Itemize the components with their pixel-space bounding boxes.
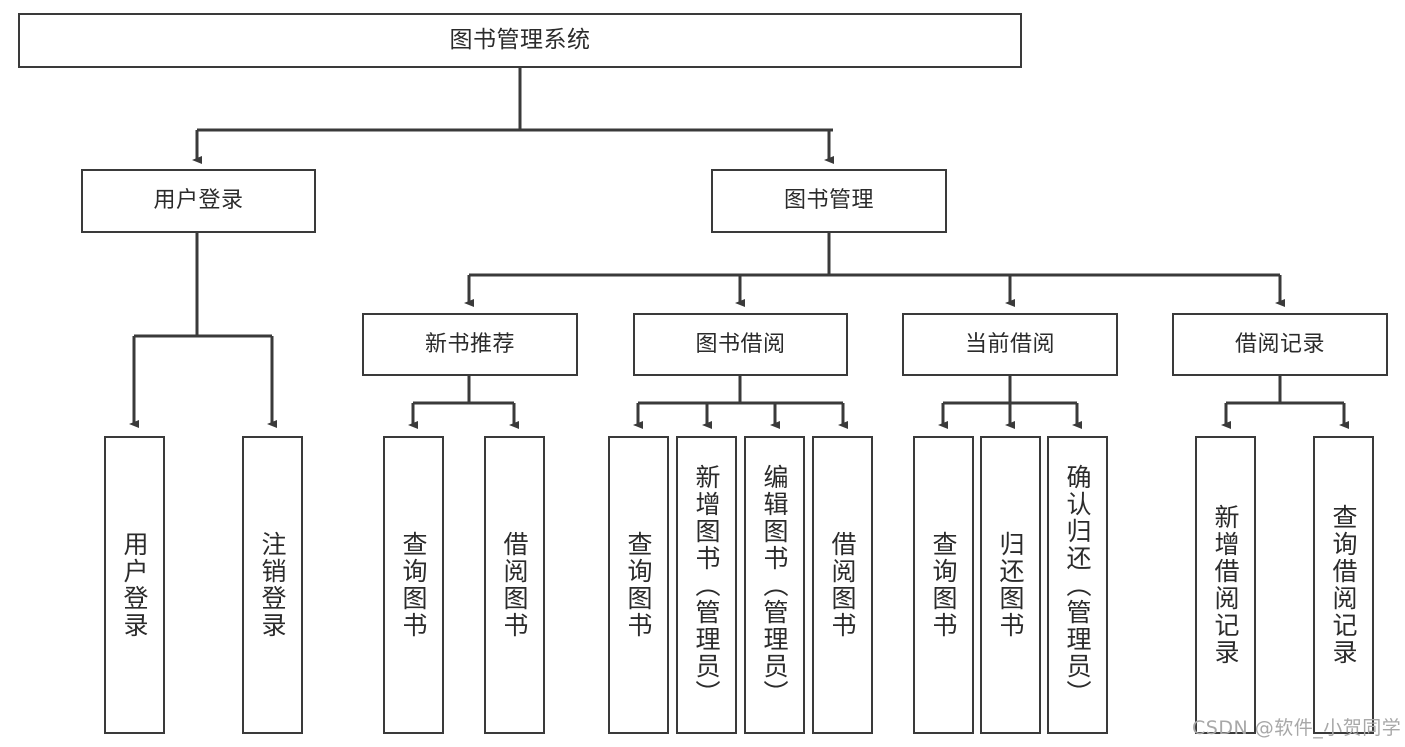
node-root-label: 图书管理系统 (449, 26, 591, 53)
leaf-current-confirm-return-label: 确认归还（管理员） (1063, 463, 1092, 707)
leaf-recommend-borrow-book[interactable]: 借阅图书 (484, 436, 545, 734)
leaf-record-add-record[interactable]: 新增借阅记录 (1195, 436, 1256, 734)
leaf-current-return-book-label: 归还图书 (996, 531, 1025, 639)
leaf-record-query-record[interactable]: 查询借阅记录 (1313, 436, 1374, 734)
node-new-book-recommend-label: 新书推荐 (424, 331, 515, 357)
leaf-borrow-add-book-label: 新增图书（管理员） (692, 463, 721, 707)
node-root[interactable]: 图书管理系统 (18, 13, 1022, 68)
node-current-borrow-label: 当前借阅 (964, 331, 1055, 357)
leaf-borrow-borrow-book-label: 借阅图书 (828, 531, 857, 639)
leaf-recommend-borrow-book-label: 借阅图书 (500, 531, 529, 639)
leaf-current-confirm-return[interactable]: 确认归还（管理员） (1047, 436, 1108, 734)
node-borrow-record-label: 借阅记录 (1234, 331, 1325, 357)
leaf-borrow-edit-book[interactable]: 编辑图书（管理员） (744, 436, 805, 734)
node-book-borrow[interactable]: 图书借阅 (633, 313, 848, 376)
leaf-borrow-edit-book-label: 编辑图书（管理员） (760, 463, 789, 707)
leaf-record-query-record-label: 查询借阅记录 (1329, 504, 1358, 666)
node-book-management-label: 图书管理 (783, 188, 874, 214)
node-borrow-record[interactable]: 借阅记录 (1172, 313, 1388, 376)
leaf-recommend-query-book[interactable]: 查询图书 (383, 436, 444, 734)
node-current-borrow[interactable]: 当前借阅 (902, 313, 1118, 376)
node-new-book-recommend[interactable]: 新书推荐 (362, 313, 578, 376)
node-book-management[interactable]: 图书管理 (711, 169, 947, 233)
leaf-user-logout[interactable]: 注销登录 (242, 436, 303, 734)
node-book-borrow-label: 图书借阅 (695, 331, 786, 357)
leaf-user-login[interactable]: 用户登录 (104, 436, 165, 734)
leaf-current-query-book-label: 查询图书 (929, 531, 958, 639)
watermark-text: CSDN @软件_小贺同学 (1192, 717, 1402, 739)
leaf-borrow-add-book[interactable]: 新增图书（管理员） (676, 436, 737, 734)
leaf-borrow-query-book[interactable]: 查询图书 (608, 436, 669, 734)
leaf-current-return-book[interactable]: 归还图书 (980, 436, 1041, 734)
leaf-record-add-record-label: 新增借阅记录 (1211, 504, 1240, 666)
leaf-borrow-borrow-book[interactable]: 借阅图书 (812, 436, 873, 734)
leaf-user-login-label: 用户登录 (120, 531, 149, 639)
leaf-current-query-book[interactable]: 查询图书 (913, 436, 974, 734)
node-user-login-label: 用户登录 (153, 188, 244, 214)
node-user-login[interactable]: 用户登录 (81, 169, 316, 233)
leaf-recommend-query-book-label: 查询图书 (399, 531, 428, 639)
leaf-borrow-query-book-label: 查询图书 (624, 531, 653, 639)
leaf-user-logout-label: 注销登录 (258, 531, 287, 639)
